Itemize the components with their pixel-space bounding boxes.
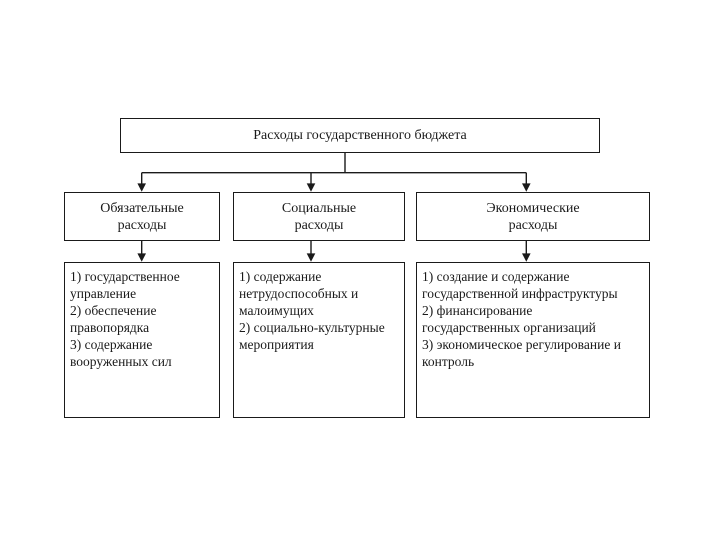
list-line: 1) государственное xyxy=(70,269,180,284)
header-box-social: Социальные расходы xyxy=(233,192,405,241)
detail-box-mandatory: 1) государственное управление 2) обеспечен… xyxy=(64,262,220,418)
header-box-economic: Экономические расходы xyxy=(416,192,650,241)
list-line: 1) создание и содержание xyxy=(422,269,570,284)
diagram-title: Расходы государственного бюджета xyxy=(253,127,467,143)
header-box-mandatory: Обязательные расходы xyxy=(64,192,220,241)
detail-box-social: 1) содержание нетрудоспособных и малоимущи… xyxy=(233,262,405,418)
arrowhead-icon xyxy=(522,183,531,192)
arrowhead-icon xyxy=(137,253,146,262)
list-line: управление xyxy=(70,286,137,301)
list-line: государственных организаций xyxy=(422,320,596,335)
list-line: 1) содержание xyxy=(239,269,322,284)
header-label: Социальные расходы xyxy=(281,200,357,233)
list-line: малоимущих xyxy=(239,303,314,318)
list-line: нетрудоспособных и xyxy=(239,286,359,301)
list-line: 2) финансирование xyxy=(422,303,533,318)
arrowhead-icon xyxy=(137,183,146,192)
list-line: 3) содержание xyxy=(70,337,153,352)
list-line: 2) социально-культурные xyxy=(239,320,385,335)
arrowhead-icon xyxy=(306,253,316,262)
list-line: правопорядка xyxy=(70,320,150,335)
list-line: мероприятия xyxy=(239,337,314,352)
header-label: Обязательные расходы xyxy=(100,200,184,233)
title-box: Расходы государственного бюджета xyxy=(120,118,600,153)
list-line: 2) обеспечение xyxy=(70,303,157,318)
list-line: вооруженных сил xyxy=(70,354,172,369)
detail-box-economic: 1) создание и содержание государственной … xyxy=(416,262,650,418)
arrowhead-icon xyxy=(522,253,531,262)
header-label: Экономические расходы xyxy=(486,200,580,233)
list-line: 3) экономическое регулирование и xyxy=(422,337,621,352)
list-line: государственной инфраструктуры xyxy=(422,286,618,301)
list-line: контроль xyxy=(422,354,475,369)
arrowhead-icon xyxy=(306,183,316,192)
